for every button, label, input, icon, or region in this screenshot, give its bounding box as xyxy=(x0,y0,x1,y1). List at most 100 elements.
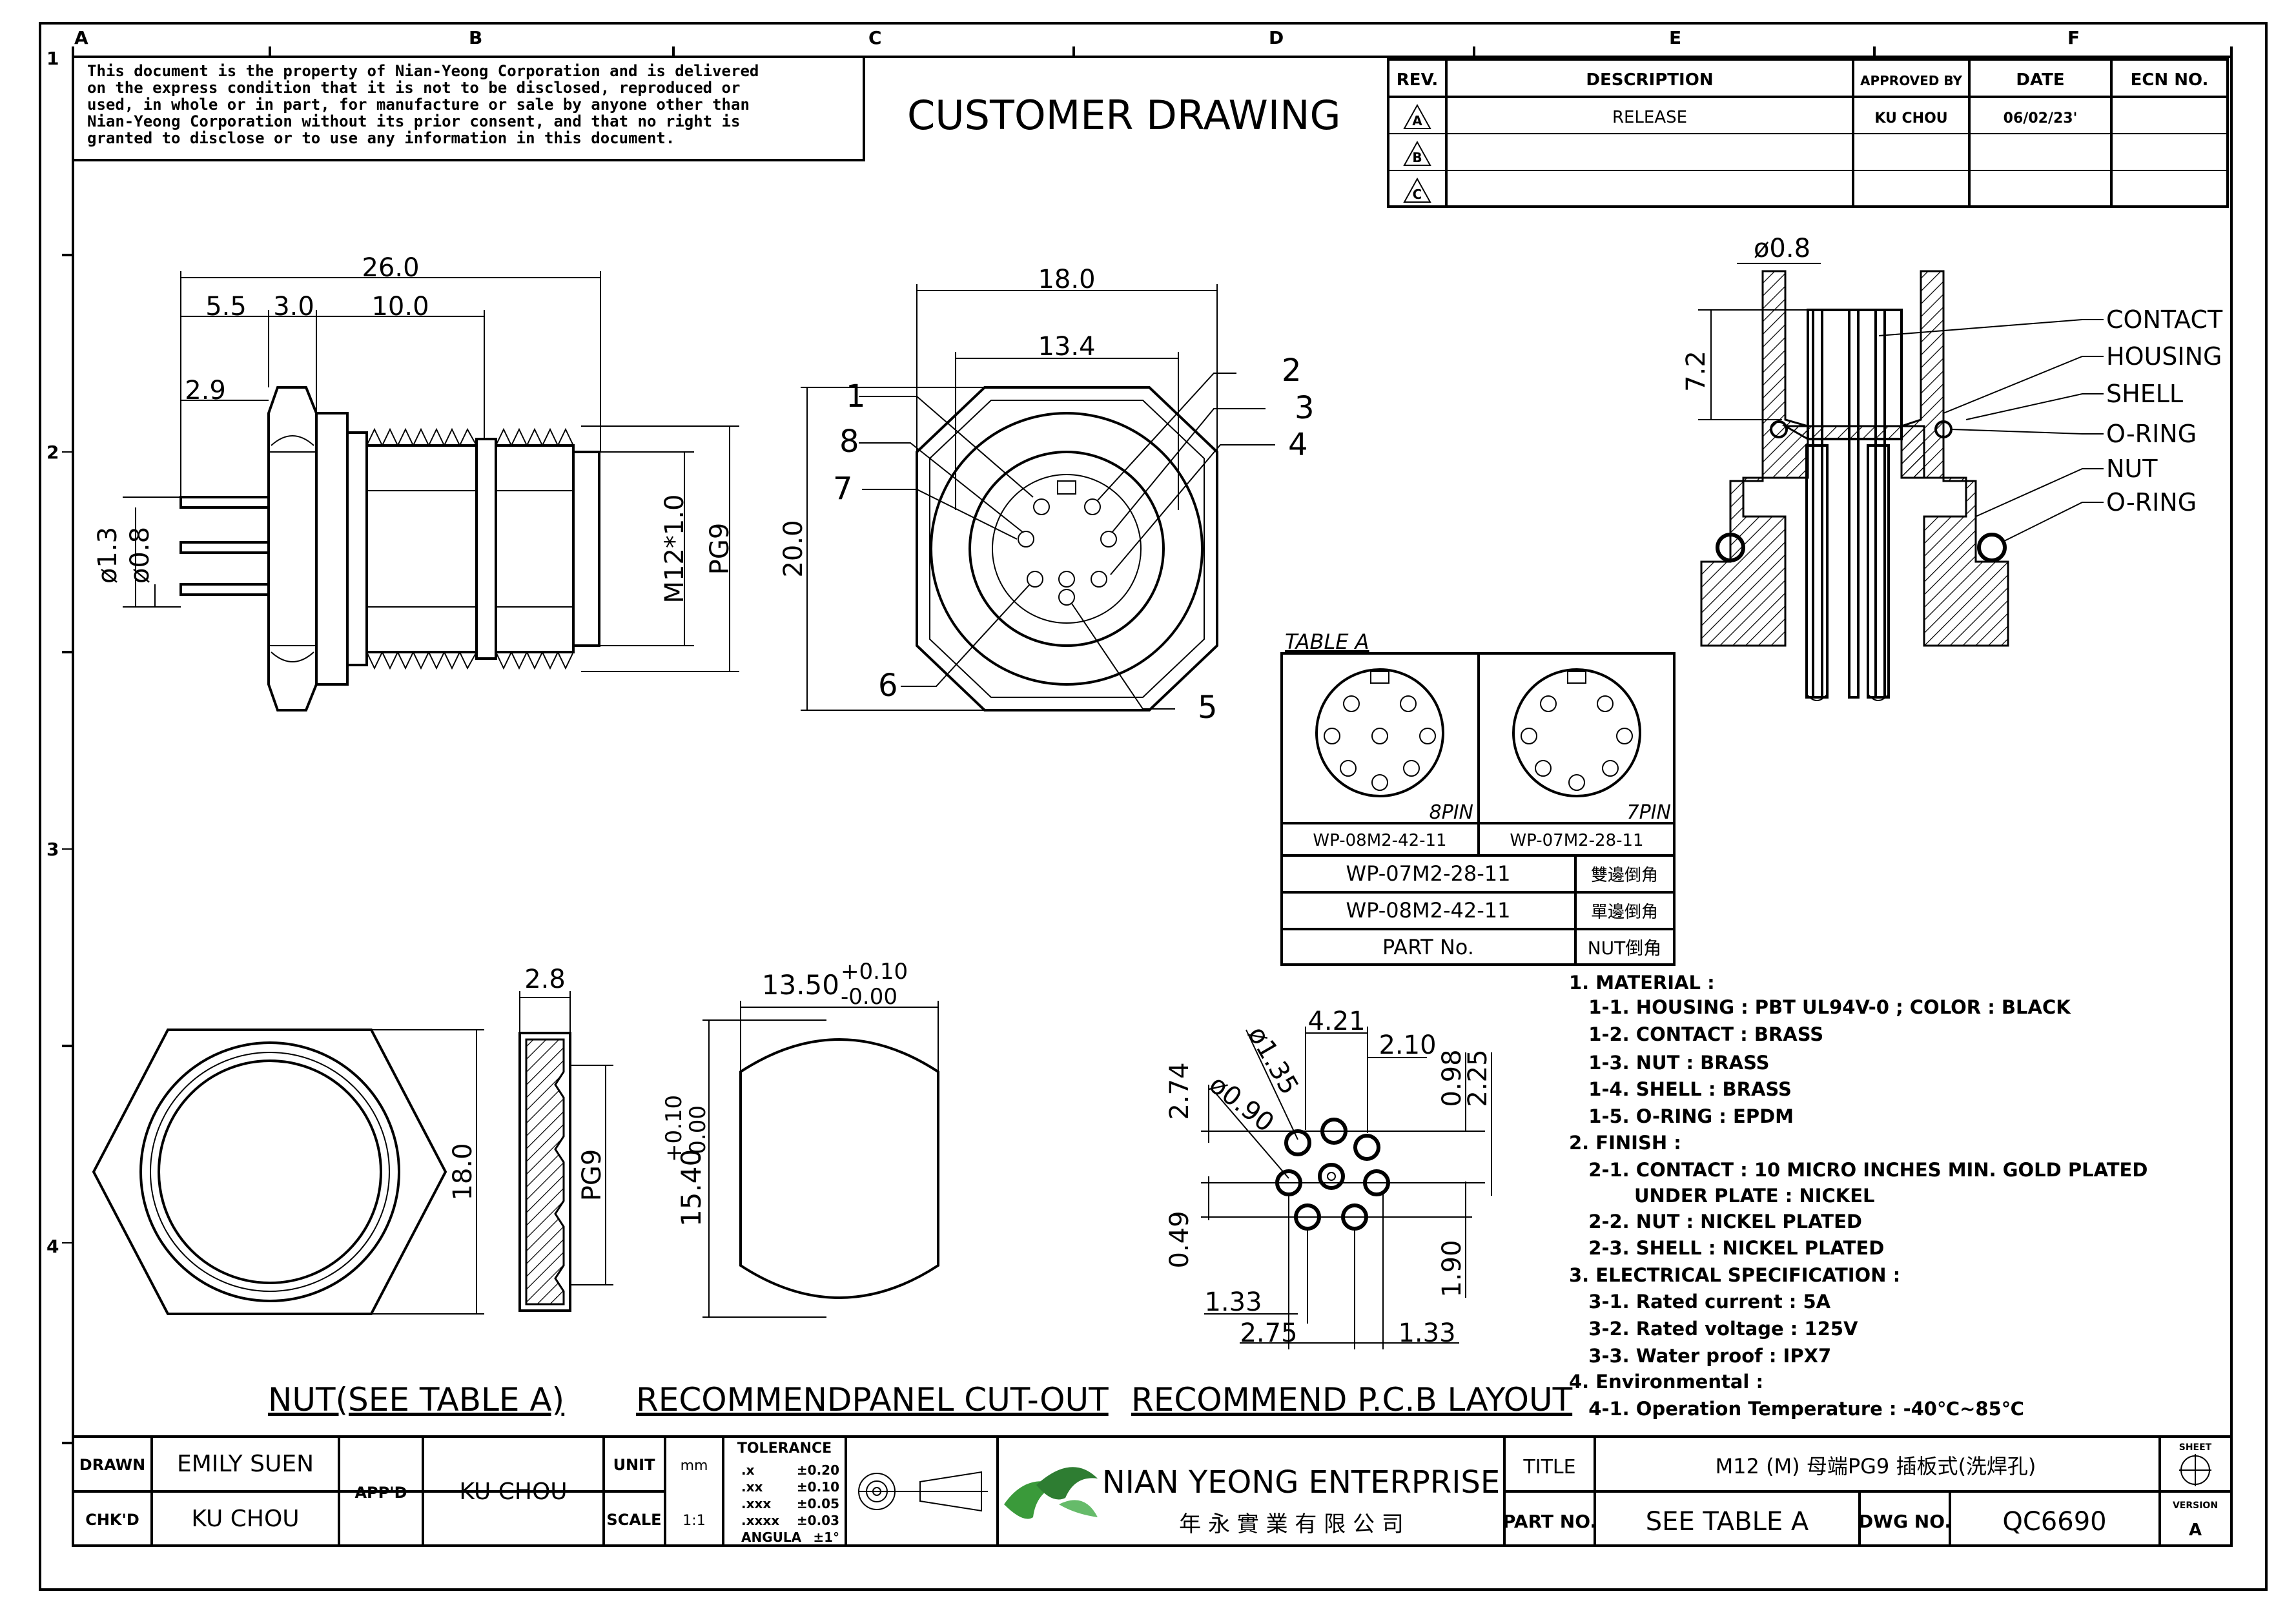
callout-o-ring-2: O-RING xyxy=(2106,488,2197,517)
zone-col-d: D xyxy=(1269,27,1284,48)
side-dim-thread: M12*1.0 xyxy=(660,494,690,603)
notice-line-3: used, in whole or in part, for manufactu… xyxy=(87,96,750,114)
zone-col-b: B xyxy=(469,27,482,48)
app-label: APP'D xyxy=(354,1484,407,1502)
rev-a-approved: KU CHOU xyxy=(1874,110,1947,127)
notice-line-4: Nian-Yeong Corporation without its prior… xyxy=(87,112,740,130)
nut-dim-width: 18.0 xyxy=(448,1143,478,1200)
callout-housing: HOUSING xyxy=(2106,342,2222,371)
tolerance-title: TOLERANCE xyxy=(737,1440,832,1457)
spec-line-7: 2. FINISH : xyxy=(1569,1132,1681,1154)
table-a-model-7: WP-07M2-28-11 xyxy=(1510,831,1643,850)
zone-col-f: F xyxy=(2067,27,2080,48)
table-a-part-1: WP-07M2-28-11 xyxy=(1346,861,1511,886)
pcb-dim-k: 2.75 xyxy=(1240,1318,1297,1348)
table-a-title: TABLE A xyxy=(1285,629,1369,654)
rev-b: B xyxy=(1412,150,1422,165)
front-dim-width: 18.0 xyxy=(1038,265,1095,294)
pcb-layout-view xyxy=(1201,1027,1492,1349)
spec-line-14: 3-2. Rated voltage : 125V xyxy=(1569,1318,1858,1340)
table-a-part-2: WP-08M2-42-11 xyxy=(1346,898,1511,923)
table-a-7pin: 7PIN xyxy=(1627,801,1671,824)
table-a-header-nut: NUT倒角 xyxy=(1588,937,1662,959)
spec-line-12: 3. ELECTRICAL SPECIFICATION : xyxy=(1569,1264,1900,1286)
nut-view xyxy=(92,991,613,1315)
callout-o-ring-1: O-RING xyxy=(2106,420,2197,448)
tol-value-4: ±0.03 xyxy=(797,1513,839,1528)
pin-label-1: 1 xyxy=(846,378,866,415)
nut-dim-thick: 2.8 xyxy=(524,965,566,994)
pin-label-3: 3 xyxy=(1295,390,1315,426)
pin-label-8: 8 xyxy=(839,424,859,460)
section-dim-dia: ø0.8 xyxy=(1754,234,1810,263)
chkd-label: CHK'D xyxy=(85,1511,139,1529)
tol-label-5: ANGULA xyxy=(741,1530,802,1545)
nut-dim-pg: PG9 xyxy=(577,1149,607,1202)
pcb-dim-j: 1.33 xyxy=(1204,1287,1262,1317)
scale-value: 1:1 xyxy=(682,1513,705,1529)
notice-line-5: granted to disclose or to use any inform… xyxy=(87,129,675,147)
pcb-dim-i: 1.90 xyxy=(1437,1240,1467,1297)
table-a-nut-2: 單邊倒角 xyxy=(1591,903,1658,922)
pin-label-7: 7 xyxy=(833,471,853,507)
pcb-dim-g: 2.25 xyxy=(1463,1049,1493,1107)
drawn-value: EMILY SUEN xyxy=(177,1451,314,1477)
spec-line-9: UNDER PLATE : NICKEL xyxy=(1569,1185,1875,1207)
title-label: TITLE xyxy=(1522,1456,1575,1479)
table-a xyxy=(1280,652,1676,966)
side-dim-pin: 2.9 xyxy=(185,376,226,405)
callout-shell: SHELL xyxy=(2106,380,2183,408)
side-dim-d1: ø1.3 xyxy=(93,527,123,584)
callout-nut: NUT xyxy=(2106,455,2158,483)
side-dim-c: 10.0 xyxy=(371,292,429,322)
tol-label-4: .xxxx xyxy=(741,1513,779,1528)
zone-ticks xyxy=(62,46,2233,1444)
spec-line-2: 1-1. HOUSING : PBT UL94V-0 ; COLOR : BLA… xyxy=(1569,996,2071,1018)
dwgno-label: DWG NO. xyxy=(1858,1511,1951,1532)
company-name-cn: 年 永 實 業 有 限 公 司 xyxy=(1179,1511,1404,1537)
pcb-dim-h: 0.49 xyxy=(1165,1211,1194,1268)
ecn-header: ECN NO. xyxy=(2131,70,2209,90)
tol-label-3: .xxx xyxy=(741,1496,771,1511)
pcb-dim-l: 1.33 xyxy=(1398,1318,1455,1348)
drawing-heading: CUSTOMER DRAWING xyxy=(907,92,1341,139)
unit-label: UNIT xyxy=(613,1456,656,1474)
spec-line-6: 1-5. O-RING : EPDM xyxy=(1569,1105,1794,1127)
spec-line-5: 1-4. SHELL : BRASS xyxy=(1569,1078,1792,1100)
date-header: DATE xyxy=(2016,70,2064,90)
panel-cutout-view xyxy=(702,1001,939,1318)
spec-line-4: 1-3. NUT : BRASS xyxy=(1569,1052,1770,1074)
cutout-dim-height-tol-minus: -0.00 xyxy=(685,1105,711,1162)
rev-a-description: RELEASE xyxy=(1612,108,1687,127)
spec-line-13: 3-1. Rated current : 5A xyxy=(1569,1291,1831,1313)
cutout-dim-width-tol-plus: +0.10 xyxy=(841,959,908,985)
side-dim-a: 5.5 xyxy=(205,292,247,322)
title-value: M12 (M) 母端PG9 插板式(洗焊孔) xyxy=(1716,1454,2036,1479)
spec-line-1: 1. MATERIAL : xyxy=(1569,972,1715,994)
dwgno-value: QC6690 xyxy=(2002,1507,2106,1537)
rev-a-date: 06/02/23' xyxy=(2004,110,2078,127)
table-a-8pin: 8PIN xyxy=(1430,801,1473,824)
spec-line-3: 1-2. CONTACT : BRASS xyxy=(1569,1023,1823,1045)
tol-value-3: ±0.05 xyxy=(797,1496,839,1511)
app-value: KU CHOU xyxy=(459,1479,567,1505)
rev-a: A xyxy=(1412,113,1422,128)
pcb-dim-e: 2.74 xyxy=(1165,1062,1194,1120)
cutout-dim-height: 15.40 xyxy=(675,1149,707,1227)
pin-label-4: 4 xyxy=(1288,427,1308,463)
spec-line-8: 2-1. CONTACT : 10 MICRO INCHES MIN. GOLD… xyxy=(1569,1159,2147,1181)
drawn-label: DRAWN xyxy=(79,1456,145,1474)
spec-line-15: 3-3. Water proof : IPX7 xyxy=(1569,1345,1831,1367)
tol-value-1: ±0.20 xyxy=(797,1462,839,1478)
front-view xyxy=(801,284,1275,711)
side-dim-d2: ø0.8 xyxy=(125,527,155,584)
side-dim-b: 3.0 xyxy=(273,292,314,322)
tol-label-1: .x xyxy=(741,1462,755,1478)
version-label: VERSION xyxy=(2173,1500,2218,1511)
front-dim-height: 20.0 xyxy=(779,520,808,577)
table-a-nut-1: 雙邊倒角 xyxy=(1591,866,1658,885)
rev-c: C xyxy=(1413,187,1422,202)
zone-col-e: E xyxy=(1669,27,1681,48)
notice-box xyxy=(72,56,865,161)
spec-line-11: 2-3. SHELL : NICKEL PLATED xyxy=(1569,1237,1884,1259)
